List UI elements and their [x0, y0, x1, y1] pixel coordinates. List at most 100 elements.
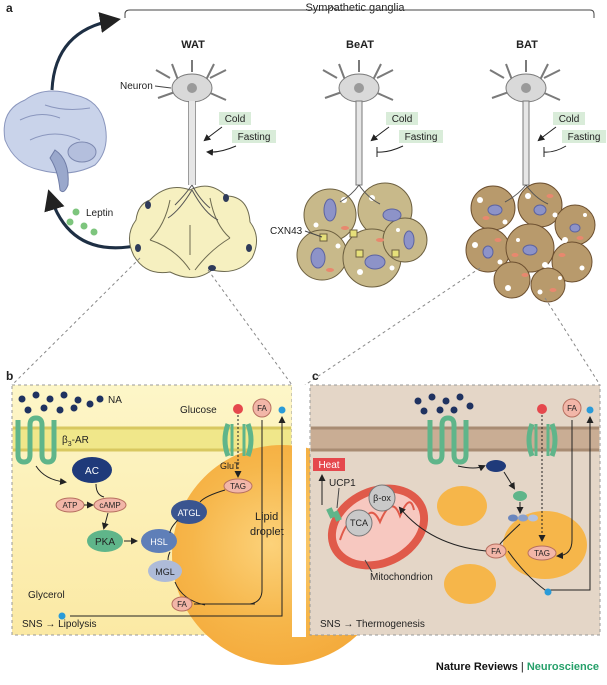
mgl-node — [148, 560, 182, 582]
panel-c-caption: SNS → Thermogenesis — [320, 619, 425, 630]
c-fa-top-node — [562, 398, 582, 418]
glut-label: GluT — [220, 461, 240, 471]
brain-icon — [3, 90, 107, 193]
zoom-lines-bat — [304, 267, 601, 386]
glucose-dot — [233, 404, 243, 414]
ucp1-protein — [326, 507, 342, 522]
journal-credit: Nature Reviews | Neuroscience — [436, 661, 599, 673]
bat-stimuli: Cold Fasting — [537, 112, 606, 157]
camp-to-pka-arrow — [101, 512, 109, 530]
c-receptor — [427, 415, 469, 465]
camp-node — [93, 497, 127, 513]
wat-stimuli: Cold Fasting — [203, 112, 276, 156]
neuron-beat — [322, 60, 394, 186]
mitochondrion-pointer — [364, 559, 373, 573]
atgl-node — [171, 500, 207, 524]
bat-mitochondria — [482, 194, 584, 292]
arrow-receptor-to-ac — [35, 465, 67, 485]
b3ar-receptor — [15, 415, 57, 465]
beat-stimuli: Cold Fasting — [370, 112, 443, 157]
beta-ox-node — [368, 484, 396, 512]
cxn43-pointer — [304, 230, 323, 238]
lipid-droplet-label-2: droplet — [250, 526, 284, 538]
atgl-label: ATGL — [178, 508, 201, 518]
leptin-dots — [66, 208, 98, 236]
c-tag-node — [527, 545, 557, 561]
b3ar-sub: 3 — [68, 441, 72, 448]
arrow-leptin-to-brain — [44, 189, 141, 250]
camp-label: cAMP — [99, 501, 120, 510]
neuron-wat — [155, 60, 227, 185]
b-fa-path — [249, 420, 263, 605]
b-fa-bottom-label: FA — [177, 600, 187, 609]
neuron-bat — [489, 60, 561, 186]
lipid-clip-mask — [292, 385, 306, 637]
c-fa-entry-path — [556, 420, 573, 560]
pka-node — [87, 530, 123, 552]
heat-label: Heat — [318, 460, 339, 471]
ac-arrow — [95, 483, 105, 498]
mitochondrion-label: Mitochondrion — [370, 572, 433, 583]
hsl-node — [141, 529, 177, 553]
bat-title: BAT — [516, 39, 538, 51]
leptin-label: Leptin — [86, 208, 113, 219]
panel-a-letter: a — [6, 1, 13, 15]
c-pka-node — [513, 491, 527, 501]
c-lipase-to-fa — [499, 523, 521, 545]
c-glucose-dot — [537, 404, 547, 414]
c-fa-top-label: FA — [567, 404, 577, 413]
panel-c-letter: c — [312, 369, 319, 383]
b-fa-top-label: FA — [257, 404, 267, 413]
beat-cold-label: Cold — [392, 114, 413, 125]
ac-node — [72, 457, 112, 483]
b-fa-bottom-node — [171, 596, 193, 612]
wat-nerve-endings — [167, 184, 219, 221]
c-receptor-arrow — [457, 464, 486, 472]
c-ac-arrow — [503, 471, 516, 490]
wat-fasting-label: Fasting — [238, 132, 271, 143]
c-export-dot — [586, 406, 594, 414]
mitochondrion — [327, 484, 429, 570]
glucose-label: Glucose — [180, 405, 217, 416]
c-glycerol-dot — [544, 588, 552, 596]
na-label: NA — [108, 395, 122, 406]
ucp1-label: UCP1 — [329, 478, 356, 489]
beat-nerve-endings — [339, 184, 381, 205]
beta-ox-label: β-ox — [373, 493, 391, 503]
b3ar-suffix: -AR — [72, 435, 89, 446]
journal-name: Nature Reviews — [435, 661, 518, 673]
bat-cold-label: Cold — [559, 114, 580, 125]
c-export-path — [507, 416, 594, 591]
c-glut-transporter — [526, 423, 558, 457]
heat-badge — [313, 458, 345, 471]
beat-cell-cluster — [296, 182, 428, 288]
panel-b-letter: b — [6, 369, 13, 383]
beat-title: BeAT — [346, 39, 374, 51]
neuron-label: Neuron — [120, 81, 153, 92]
bat-cell-cluster — [465, 182, 596, 303]
b-tag-node — [223, 478, 253, 494]
c-lipid-droplet-main — [503, 511, 587, 579]
lipid-droplet-label-1: Lipid — [255, 511, 278, 523]
wat-title: WAT — [181, 39, 205, 51]
b-export-path — [70, 416, 286, 617]
c-lipase-cluster — [508, 514, 538, 522]
b3ar-label: β3-AR — [62, 435, 89, 448]
na-dots — [18, 391, 104, 414]
bat-droplets — [472, 193, 587, 295]
pka-label: PKA — [95, 537, 115, 548]
cxn43-label: CXN43 — [270, 226, 303, 237]
fa-to-mitochondrion-arrow — [398, 506, 487, 552]
c-ac-node — [486, 460, 506, 472]
tca-label: TCA — [350, 518, 368, 528]
b3ar-main: β — [62, 435, 68, 446]
journal-section: Neuroscience — [526, 661, 599, 673]
bat-fasting-label: Fasting — [568, 132, 601, 143]
b-tag-label: TAG — [230, 482, 246, 491]
tag-to-atgl-line — [199, 489, 226, 503]
mgl-label: MGL — [155, 567, 175, 577]
ac-label: AC — [85, 466, 99, 477]
sympathetic-ganglia-label: Sympathetic ganglia — [305, 2, 405, 14]
wat-cell-cluster — [129, 185, 257, 278]
c-lipid-droplet-1 — [437, 486, 487, 526]
